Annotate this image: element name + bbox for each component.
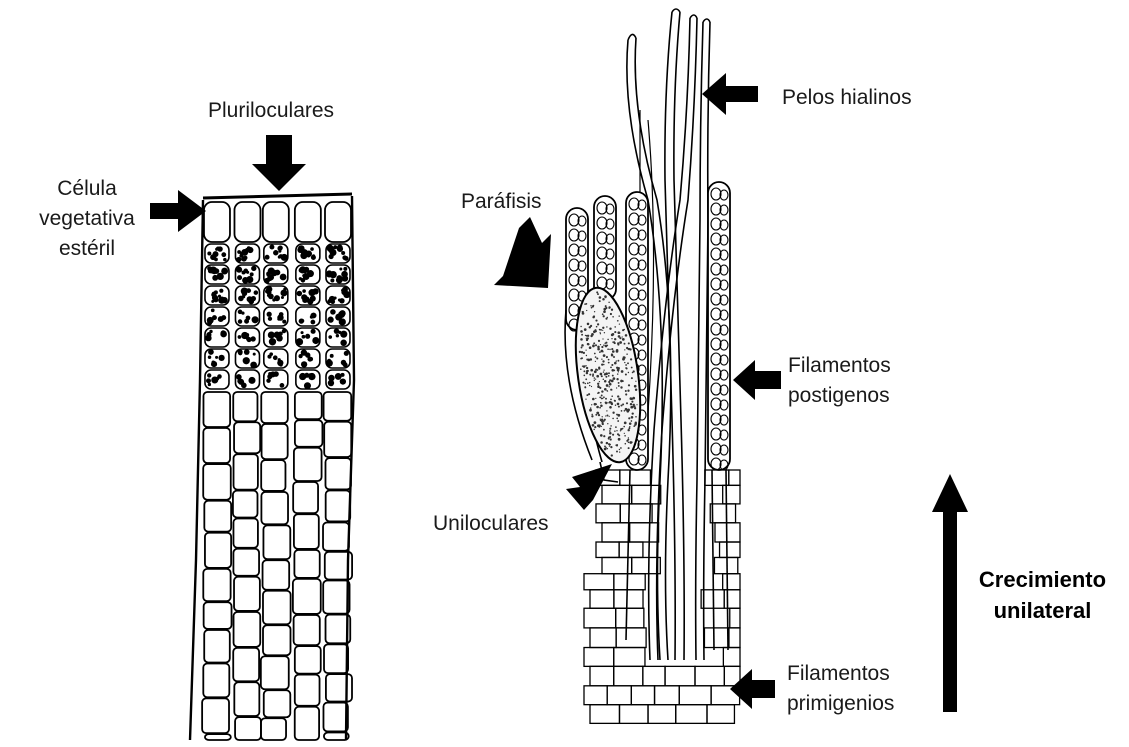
arrow-pluriloculares <box>252 135 306 191</box>
arrow-pelos-hialinos <box>702 73 758 115</box>
label-celula-line3: estéril <box>27 234 147 264</box>
label-uniloculares: Uniloculares <box>433 509 549 539</box>
label-crecimiento-line2: unilateral <box>970 595 1115 626</box>
label-filamentos-postigenos-line1: Filamentos <box>788 351 891 381</box>
arrow-filamentos-postigenos <box>733 360 781 400</box>
arrow-celula-vegetativa <box>150 190 206 232</box>
label-celula-line1: Célula <box>27 174 147 204</box>
label-filamentos-primigenios: Filamentos primigenios <box>787 659 894 719</box>
arrow-uniloculares <box>566 464 612 510</box>
label-filamentos-postigenos-line2: postigenos <box>788 381 891 411</box>
label-crecimiento-unilateral: Crecimiento unilateral <box>970 564 1115 626</box>
label-crecimiento-line1: Crecimiento <box>970 564 1115 595</box>
label-filamentos-primigenios-line1: Filamentos <box>787 659 894 689</box>
label-pluriloculares: Pluriloculares <box>208 96 334 126</box>
unilocular-structure-drawing <box>565 9 740 723</box>
label-parafisis: Paráfisis <box>461 187 542 217</box>
label-filamentos-postigenos: Filamentos postigenos <box>788 351 891 411</box>
label-celula-line2: vegetativa <box>27 204 147 234</box>
label-filamentos-primigenios-line2: primigenios <box>787 689 894 719</box>
arrow-parafisis <box>494 217 551 288</box>
plurilocular-tissue-drawing <box>190 194 354 740</box>
arrow-crecimiento-unilateral <box>932 474 968 712</box>
label-pelos-hialinos: Pelos hialinos <box>782 83 912 113</box>
arrow-filamentos-primigenios <box>730 669 775 709</box>
label-celula-vegetativa-esteril: Célula vegetativa estéril <box>27 174 147 264</box>
